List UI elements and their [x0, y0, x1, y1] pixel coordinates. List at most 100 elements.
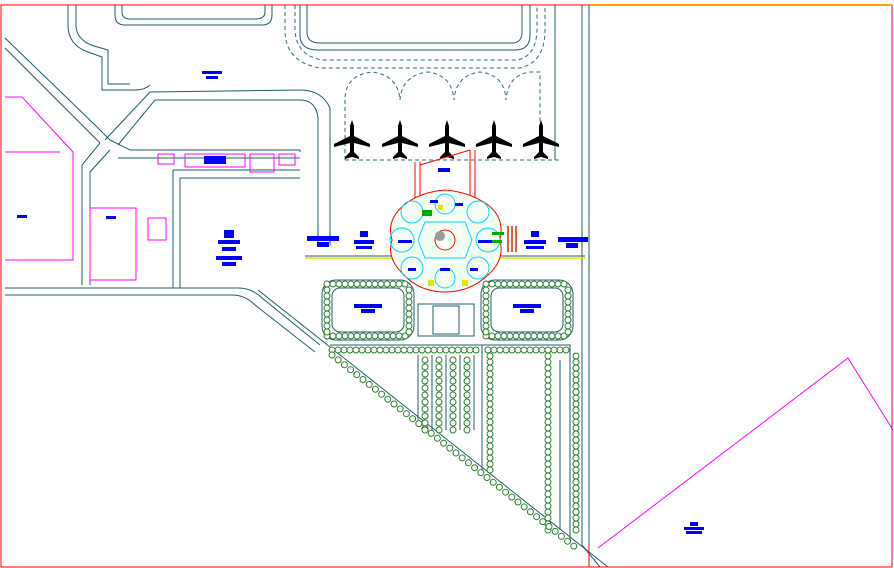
tree-icon — [463, 363, 471, 371]
tree-icon — [435, 363, 443, 371]
tree-icon — [489, 478, 497, 486]
tree-icon — [449, 398, 457, 406]
tree-icon — [449, 391, 457, 399]
tree-icon — [524, 332, 532, 340]
tree-icon — [405, 286, 413, 294]
tree-icon — [464, 459, 472, 467]
tree-icon — [544, 490, 552, 498]
tree-icon — [463, 398, 471, 406]
tree-icon — [412, 346, 420, 354]
tree-icon — [490, 346, 498, 354]
aircraft-icon — [334, 120, 370, 159]
tree-icon — [449, 426, 457, 434]
tree-icon — [572, 376, 580, 384]
tree-icon — [394, 346, 402, 354]
tree-icon — [502, 346, 510, 354]
tree-icon — [421, 384, 429, 392]
tree-icon — [486, 358, 494, 366]
tree-icon — [415, 420, 423, 428]
tree-icon — [454, 346, 462, 354]
tree-icon — [371, 332, 379, 340]
tree-icon — [542, 332, 550, 340]
tree-icon — [346, 346, 354, 354]
tree-icon — [572, 496, 580, 504]
tree-icon — [572, 358, 580, 366]
terminal-building — [305, 149, 585, 337]
tree-icon — [390, 400, 398, 408]
tree-icon — [544, 376, 552, 384]
tree-icon — [449, 405, 457, 413]
tree-icon — [542, 280, 550, 288]
tree-icon — [544, 352, 552, 360]
tree-icon — [436, 346, 444, 354]
right-frame — [588, 4, 893, 568]
tree-icon — [502, 488, 510, 496]
tree-icon — [463, 405, 471, 413]
tree-icon — [421, 426, 429, 434]
aircraft-icon — [476, 120, 512, 159]
tree-icon — [472, 346, 480, 354]
tree-icon — [323, 286, 331, 294]
tree-icon — [389, 280, 397, 288]
tree-icon — [532, 346, 540, 354]
tree-icon — [486, 400, 494, 408]
tree-icon — [409, 415, 417, 423]
tree-icon — [359, 280, 367, 288]
aircraft-icon — [429, 120, 465, 159]
tree-icon — [500, 280, 508, 288]
tree-icon — [518, 280, 526, 288]
tree-icon — [484, 346, 492, 354]
tree-icon — [435, 391, 443, 399]
tree-icon — [572, 430, 580, 438]
tree-icon — [486, 394, 494, 402]
tree-icon — [400, 346, 408, 354]
tree-icon — [329, 332, 337, 340]
tree-icon — [500, 332, 508, 340]
tree-icon — [508, 346, 516, 354]
tree-icon — [564, 322, 572, 330]
tree-icon — [358, 346, 366, 354]
tree-icon — [435, 377, 443, 385]
tree-icon — [334, 356, 342, 364]
tree-icon — [544, 484, 552, 492]
tree-icon — [508, 493, 516, 501]
tree-icon — [486, 406, 494, 414]
tree-icon — [329, 280, 337, 288]
tree-icon — [377, 280, 385, 288]
tree-icon — [378, 390, 386, 398]
tree-icon — [466, 346, 474, 354]
tree-icon — [530, 332, 538, 340]
tree-icon — [383, 280, 391, 288]
tree-icon — [323, 322, 331, 330]
tree-icon — [557, 532, 565, 540]
tree-icon — [486, 412, 494, 420]
tree-icon — [482, 304, 490, 312]
tree-icon — [512, 280, 520, 288]
tree-icon — [572, 418, 580, 426]
tree-icon — [544, 358, 552, 366]
road-network — [4, 5, 609, 568]
tree-icon — [544, 454, 552, 462]
tree-icon — [341, 280, 349, 288]
tree-icon — [449, 370, 457, 378]
tree-icon — [544, 436, 552, 444]
tree-icon — [486, 388, 494, 396]
tree-icon — [544, 502, 552, 510]
tree-icon — [548, 280, 556, 288]
tree-icon — [564, 328, 572, 336]
tree-icon — [544, 448, 552, 456]
tree-icon — [452, 449, 460, 457]
tree-icon — [564, 310, 572, 318]
tree-icon — [370, 346, 378, 354]
tree-icon — [518, 332, 526, 340]
tree-icon — [550, 346, 558, 354]
tree-icon — [572, 382, 580, 390]
tree-icon — [463, 391, 471, 399]
tree-icon — [353, 371, 361, 379]
tree-icon — [448, 346, 456, 354]
tree-icon — [323, 280, 331, 288]
tree-icon — [446, 444, 454, 452]
parking-lots — [321, 279, 574, 540]
tree-icon — [482, 280, 490, 288]
